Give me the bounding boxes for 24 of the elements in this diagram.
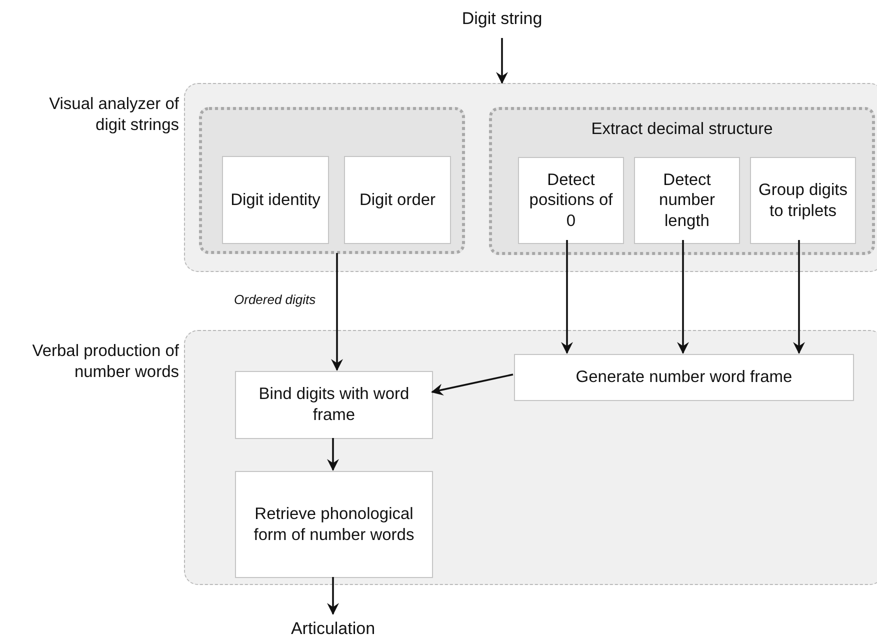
grouped-panel	[199, 107, 465, 254]
arrow	[496, 38, 508, 84]
process-box: Generate number word frame	[514, 354, 854, 401]
arrow	[677, 240, 689, 354]
process-box: Detect number length	[634, 157, 740, 244]
grouped-panel	[489, 107, 875, 255]
process-box: Digit identity	[222, 156, 329, 244]
process-box: Digit order	[344, 156, 451, 244]
group-heading: Extract decimal structure	[590, 120, 774, 139]
arrow	[793, 240, 805, 354]
process-box: Retrieve phonological form of number words	[235, 471, 433, 578]
flow-text: Digit string	[430, 4, 574, 34]
arrow	[331, 253, 343, 371]
arrow	[561, 240, 573, 354]
arrow	[327, 577, 339, 615]
arrow	[327, 438, 339, 471]
panel-heading: Visual analyzer of digit strings	[48, 94, 179, 136]
process-box: Bind digits with word frame	[235, 371, 433, 439]
arrow	[431, 374, 514, 396]
edge-label: Ordered digits	[232, 292, 318, 307]
process-box: Group digits to triplets	[750, 157, 856, 244]
process-box: Detect positions of 0	[518, 157, 624, 244]
panel-heading: Verbal production of number words	[31, 341, 179, 384]
flow-text: Articulation	[273, 614, 393, 643]
